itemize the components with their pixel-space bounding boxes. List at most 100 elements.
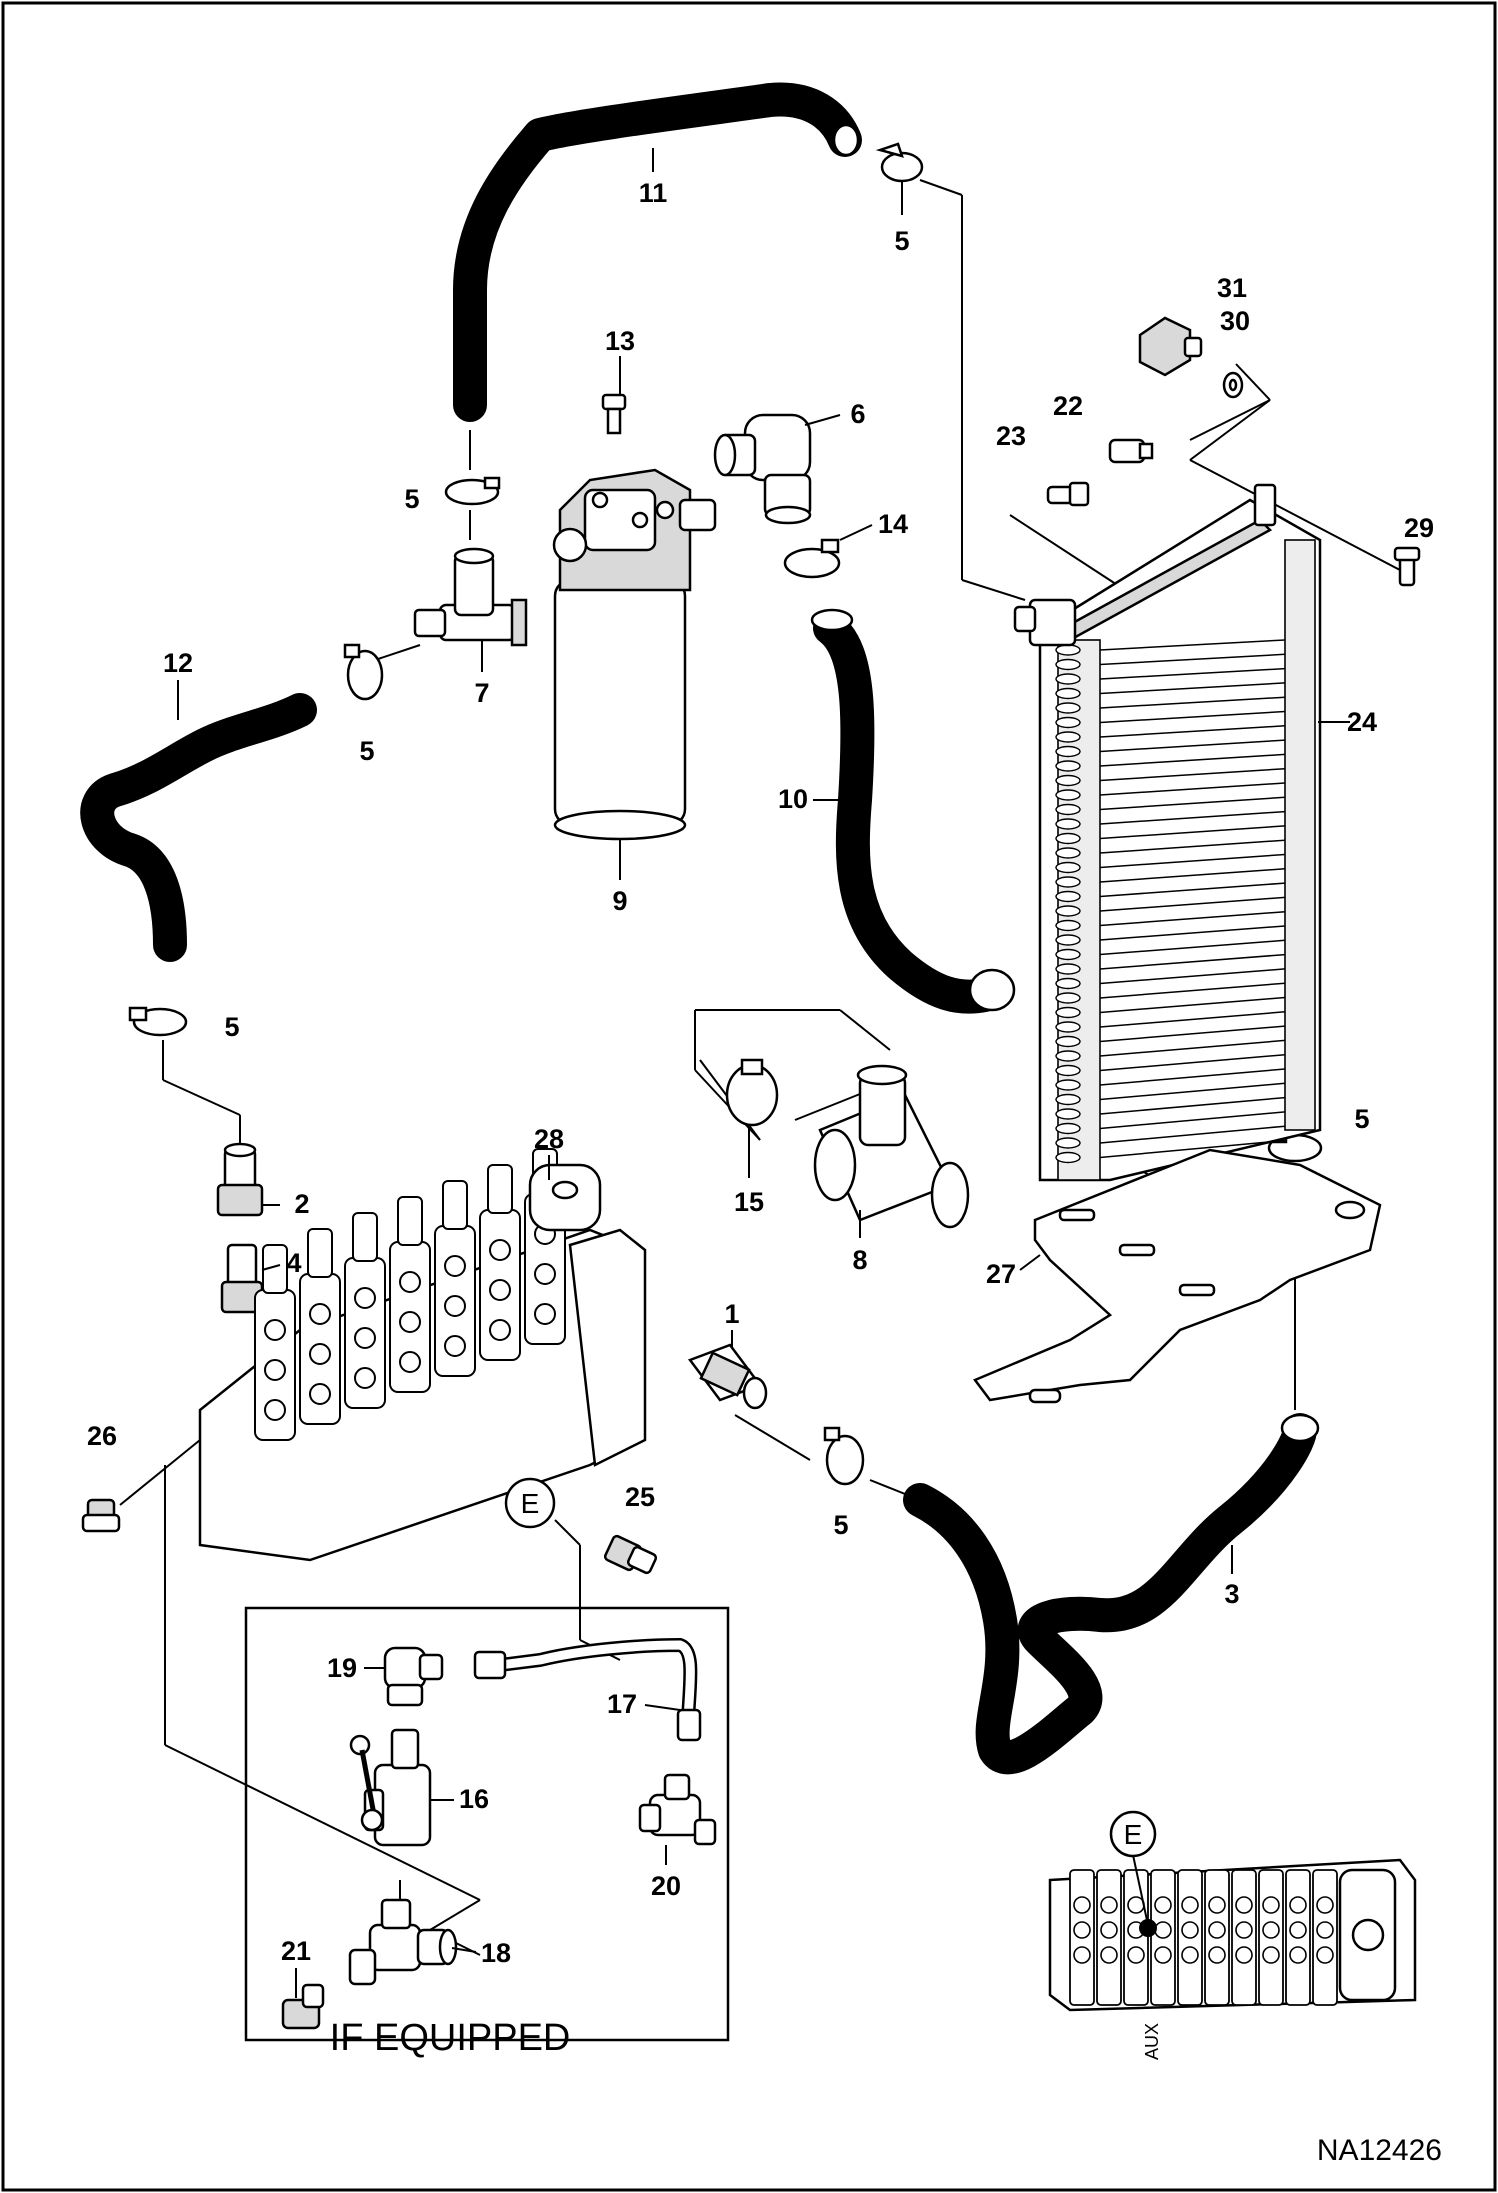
- callout-30: 30: [1220, 306, 1250, 336]
- hose-end-10-top: [810, 608, 854, 632]
- valve-detail-port: [1235, 1896, 1253, 1914]
- hose-10: [813, 611, 1002, 1014]
- cooler-tube-end: [1055, 673, 1081, 685]
- cooler-fin: [1099, 710, 1286, 724]
- hose-3: [903, 1413, 1317, 1775]
- callout-numbers: 11 5 13 6 5 14 7 12 5 10 9 5 28 2 4 15 8…: [87, 178, 1434, 1968]
- valve-detail-port: [1262, 1896, 1280, 1914]
- valve-port: [354, 1287, 376, 1309]
- plug-13: [601, 393, 627, 435]
- cooler-fin: [1099, 968, 1286, 985]
- cooler-fin: [1099, 925, 1286, 941]
- valve-detail-port: [1208, 1921, 1226, 1939]
- callout-19: 19: [327, 1653, 357, 1683]
- callout-e-detail-letter: E: [1124, 1819, 1143, 1850]
- cooler-fin: [1099, 939, 1286, 956]
- valve-detail-port: [1316, 1896, 1334, 1914]
- cooler-fins: [1055, 639, 1286, 1164]
- cooler-tube-end: [1055, 658, 1081, 671]
- control-valve-28: [198, 1148, 647, 1562]
- cooler-tube-end: [1055, 876, 1081, 888]
- callout-21: 21: [281, 1936, 311, 1966]
- callout-17: 17: [607, 1689, 637, 1719]
- valve-port: [309, 1343, 331, 1365]
- valve-port: [489, 1239, 511, 1261]
- hose-clamp-15: [725, 1058, 779, 1127]
- cooler-fin: [1099, 839, 1286, 854]
- callout-4: 4: [286, 1248, 301, 1278]
- cooler-fin: [1099, 868, 1286, 883]
- cooler-tube-end: [1055, 760, 1081, 772]
- cooler-fin: [1099, 753, 1286, 767]
- valve-port: [444, 1255, 466, 1277]
- callout-13: 13: [605, 326, 635, 356]
- hose-end-3: [1280, 1413, 1320, 1443]
- bracket-27: [973, 1148, 1382, 1404]
- valve-detail-port: [1262, 1946, 1280, 1964]
- aux-label: AUX: [1142, 2023, 1162, 2060]
- valve-port: [354, 1327, 376, 1349]
- cooler-fin: [1099, 725, 1286, 738]
- valve-detail-port: [1316, 1946, 1334, 1964]
- callout-1: 1: [724, 1299, 739, 1329]
- plug-26: [81, 1498, 121, 1533]
- cooler-fin: [1099, 1025, 1286, 1043]
- valve-detail-port: [1289, 1946, 1307, 1964]
- cooler-fin: [1099, 1139, 1286, 1159]
- valve-port: [309, 1383, 331, 1405]
- valve-spool-cap: [487, 1164, 513, 1214]
- cooler-tube-end: [1055, 919, 1081, 932]
- cooler-tube-end: [1055, 977, 1081, 990]
- cooler-fin: [1099, 1068, 1286, 1086]
- valve-detail-port: [1100, 1946, 1118, 1964]
- elbow-fitting-6: [713, 413, 812, 525]
- cooler-fin: [1099, 853, 1286, 869]
- callout-15: 15: [734, 1187, 764, 1217]
- cooler-fin: [1099, 982, 1286, 999]
- valve-spool-cap: [352, 1212, 378, 1262]
- valve-detail-port: [1100, 1896, 1118, 1914]
- cooler-fin: [1099, 782, 1286, 796]
- cap-31: [1138, 316, 1203, 377]
- valve-detail-port: [1208, 1896, 1226, 1914]
- tee-18: [348, 1898, 458, 1986]
- cooler-fin: [1099, 1125, 1286, 1144]
- callout-5-bottom: 5: [833, 1510, 848, 1540]
- callout-23: 23: [996, 421, 1026, 451]
- cooler-tube-end: [1055, 745, 1081, 758]
- callout-12: 12: [163, 648, 193, 678]
- valve-detail-port: [1073, 1921, 1091, 1939]
- valve-port: [534, 1303, 556, 1325]
- cooler-tube-end: [1055, 644, 1081, 656]
- valve-detail-port: [1208, 1946, 1226, 1964]
- hose-11: [453, 82, 862, 422]
- elbow-19: [383, 1646, 444, 1707]
- cooler-fin: [1099, 739, 1286, 753]
- cooler-tube-end: [1055, 1035, 1081, 1048]
- valve-port: [309, 1303, 331, 1325]
- valve-port: [399, 1351, 421, 1373]
- cooler-tube-end: [1055, 789, 1081, 801]
- callout-5-right: 5: [1354, 1104, 1369, 1134]
- hose-12: [80, 693, 317, 962]
- callout-14: 14: [878, 509, 908, 539]
- valve-detail-port: [1181, 1896, 1199, 1914]
- cooler-fin: [1099, 953, 1286, 970]
- callout-11: 11: [639, 178, 668, 208]
- valve-detail-port: [1154, 1896, 1172, 1914]
- cooler-tube-end: [1055, 1108, 1081, 1120]
- fitting-22: [1108, 438, 1154, 464]
- cooler-tube-end: [1055, 890, 1081, 903]
- cooler-tube-end: [1055, 1137, 1081, 1149]
- hose-end-10: [968, 968, 1016, 1012]
- cooler-tube-end: [1055, 905, 1081, 917]
- callout-20: 20: [651, 1871, 681, 1901]
- fitting-1: [687, 1343, 768, 1410]
- inset-caption: IF EQUIPPED: [330, 2017, 571, 2059]
- hose-clamp-14: [783, 538, 841, 579]
- tee-fitting-7: [413, 547, 528, 647]
- valve-detail-port: [1181, 1946, 1199, 1964]
- cooler-fin: [1099, 825, 1286, 840]
- cooler-fin: [1099, 882, 1286, 898]
